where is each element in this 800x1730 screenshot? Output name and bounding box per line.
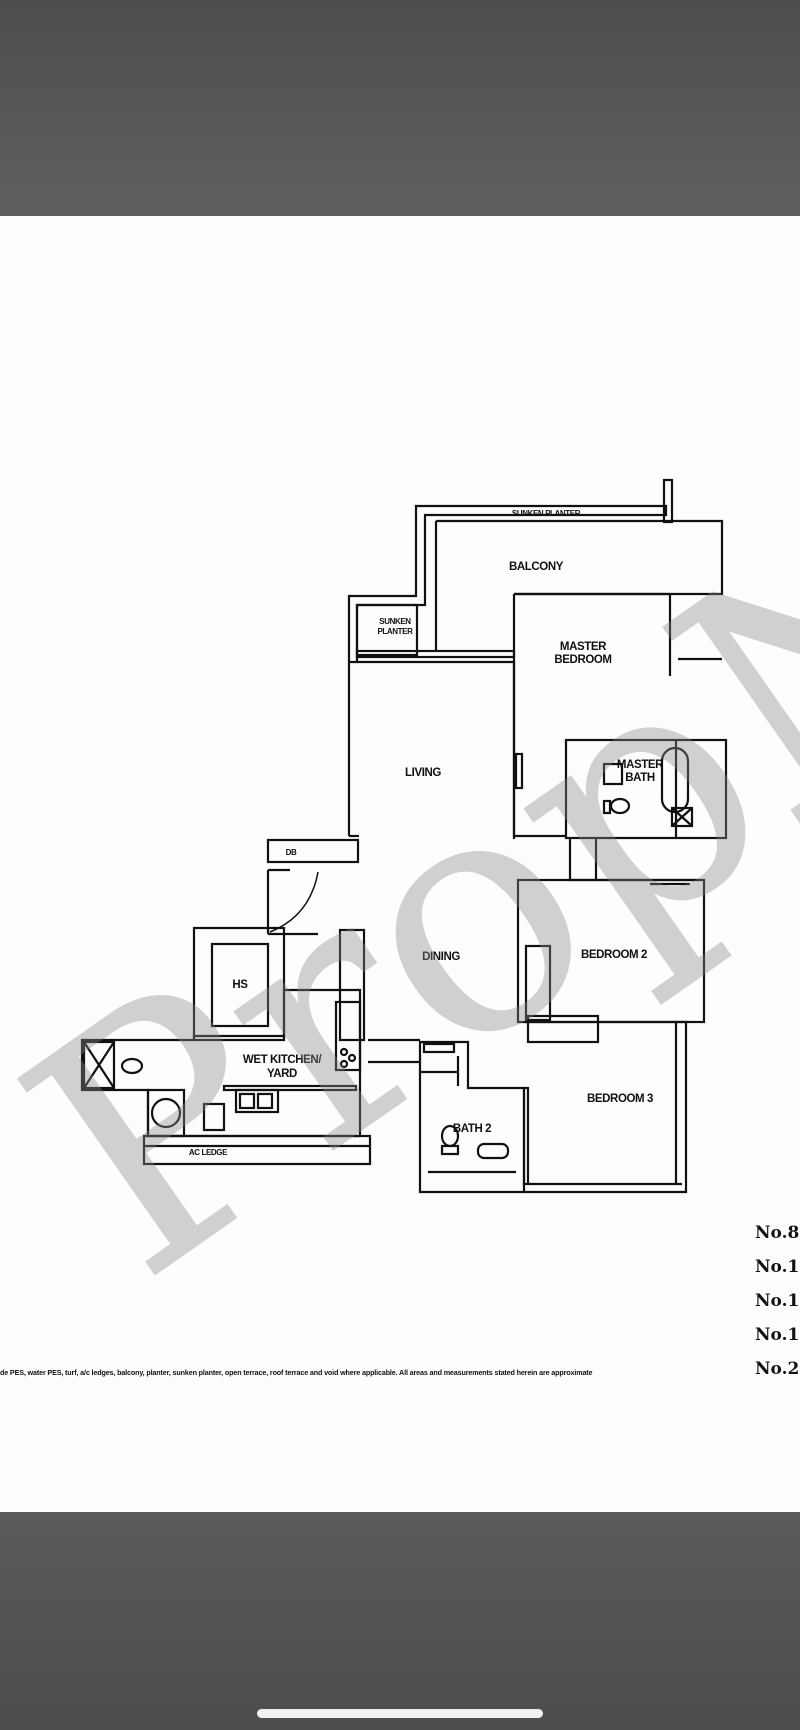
wet-kitchen-label-2: YARD (267, 1068, 297, 1080)
master-bath-label-2: BATH (625, 772, 655, 784)
master-bedroom-label-1: MASTER (560, 641, 607, 653)
unit-number: No.1 (755, 1257, 800, 1277)
home-indicator[interactable] (257, 1709, 543, 1718)
sunken-planter-top-wall (347, 504, 668, 664)
wet-kitchen-label-1: WET KITCHEN/ (243, 1054, 322, 1066)
wet-kitchen-walls (80, 988, 362, 1138)
db-box (266, 838, 360, 864)
living-label: LIVING (405, 767, 441, 779)
balcony-outline (436, 519, 724, 596)
unit-number: No.8 (755, 1223, 800, 1243)
bedroom-3-walls (524, 1020, 688, 1194)
bedroom-2-label: BEDROOM 2 (581, 949, 647, 961)
balcony-label: BALCONY (509, 561, 564, 573)
ac-ledge-walls (142, 1134, 372, 1166)
viewer-top-bar (0, 0, 800, 216)
sunken-planter-left-label-1: SUNKEN (379, 617, 411, 626)
dining-label: DINING (422, 951, 460, 963)
master-bedroom-walls (512, 594, 566, 838)
master-bath-label-1: MASTER (617, 759, 664, 771)
bedroom-3-label: BEDROOM 3 (587, 1093, 653, 1105)
sunken-planter-left-label-2: PLANTER (378, 627, 414, 636)
master-bedroom-label-2: BEDROOM (554, 654, 611, 666)
unit-number-list: No.8 No.1 No.1 No.1 No.2 (755, 1216, 800, 1386)
hs-label: HS (232, 979, 248, 991)
master-bath-walls (564, 738, 728, 840)
hs-walls (192, 926, 286, 1042)
footnote: de PES, water PES, turf, a/c ledges, bal… (0, 1368, 593, 1377)
living-room-walls (357, 660, 516, 839)
ac-ledge-label: AC LEDGE (189, 1148, 228, 1157)
bath-2-walls (418, 1040, 526, 1194)
unit-number: No.1 (755, 1291, 800, 1311)
floor-plan-drawing: SUNKEN PLANTER SUNKEN PLANTER BALCONY MA… (80, 478, 728, 1194)
sunken-planter-top-label: SUNKEN PLANTER (512, 509, 581, 518)
viewer-bottom-bar (0, 1512, 800, 1730)
unit-number: No.1 (755, 1325, 800, 1345)
floor-plan-image: SUNKEN PLANTER SUNKEN PLANTER BALCONY MA… (0, 216, 800, 1512)
unit-number: No.2 (755, 1359, 800, 1379)
db-label: DB (286, 848, 297, 857)
bath-2-label: BATH 2 (453, 1123, 491, 1135)
